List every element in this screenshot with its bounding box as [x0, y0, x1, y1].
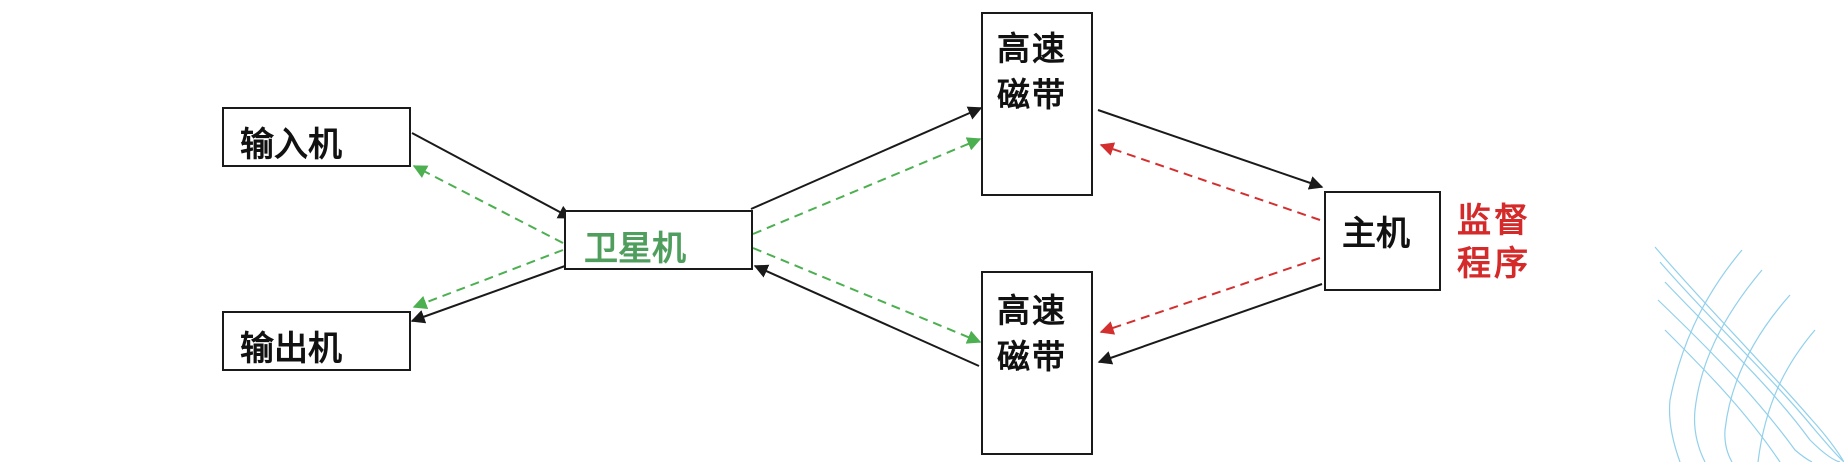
edge-satellite-to-output	[410, 265, 566, 324]
edge-green-satellite-to-input	[412, 165, 564, 244]
edge-red-host-to-tape-top	[1099, 142, 1321, 221]
tape-top-box	[981, 12, 1093, 196]
edge-green-satellite-to-output	[412, 249, 564, 310]
satellite-machine-box	[564, 210, 753, 270]
satellite-machine-label: 卫星机	[584, 229, 686, 269]
decorative-wave-lines	[1654, 246, 1844, 462]
output-machine-box	[222, 311, 411, 371]
edge-green-satellite-to-tape-top	[752, 137, 982, 235]
tape-top-label-line1: 高速	[997, 29, 1067, 68]
input-machine-box	[222, 107, 411, 167]
input-machine-label: 输入机	[240, 125, 342, 165]
edge-tape-bottom-to-satellite	[753, 264, 980, 367]
supervisor-program-label-line1: 监督	[1457, 201, 1531, 241]
tape-bottom-label-line1: 高速	[997, 291, 1067, 330]
edge-green-satellite-to-tape-bottom	[752, 247, 982, 344]
output-machine-label: 输出机	[240, 329, 342, 369]
edge-tape-top-to-host	[1097, 109, 1324, 190]
edge-red-host-to-tape-bottom	[1099, 257, 1321, 335]
tape-bottom-label-line2: 磁带	[997, 337, 1067, 376]
host-label: 主机	[1342, 214, 1410, 254]
edge-satellite-to-tape-top	[750, 106, 983, 210]
supervisor-program-label-line2: 程序	[1457, 244, 1531, 284]
host-box	[1324, 191, 1441, 291]
tape-top-label-line2: 磁带	[997, 75, 1067, 114]
edge-host-to-tape-bottom	[1097, 283, 1323, 365]
tape-bottom-box	[981, 271, 1093, 455]
edge-input-to-satellite	[411, 132, 573, 219]
